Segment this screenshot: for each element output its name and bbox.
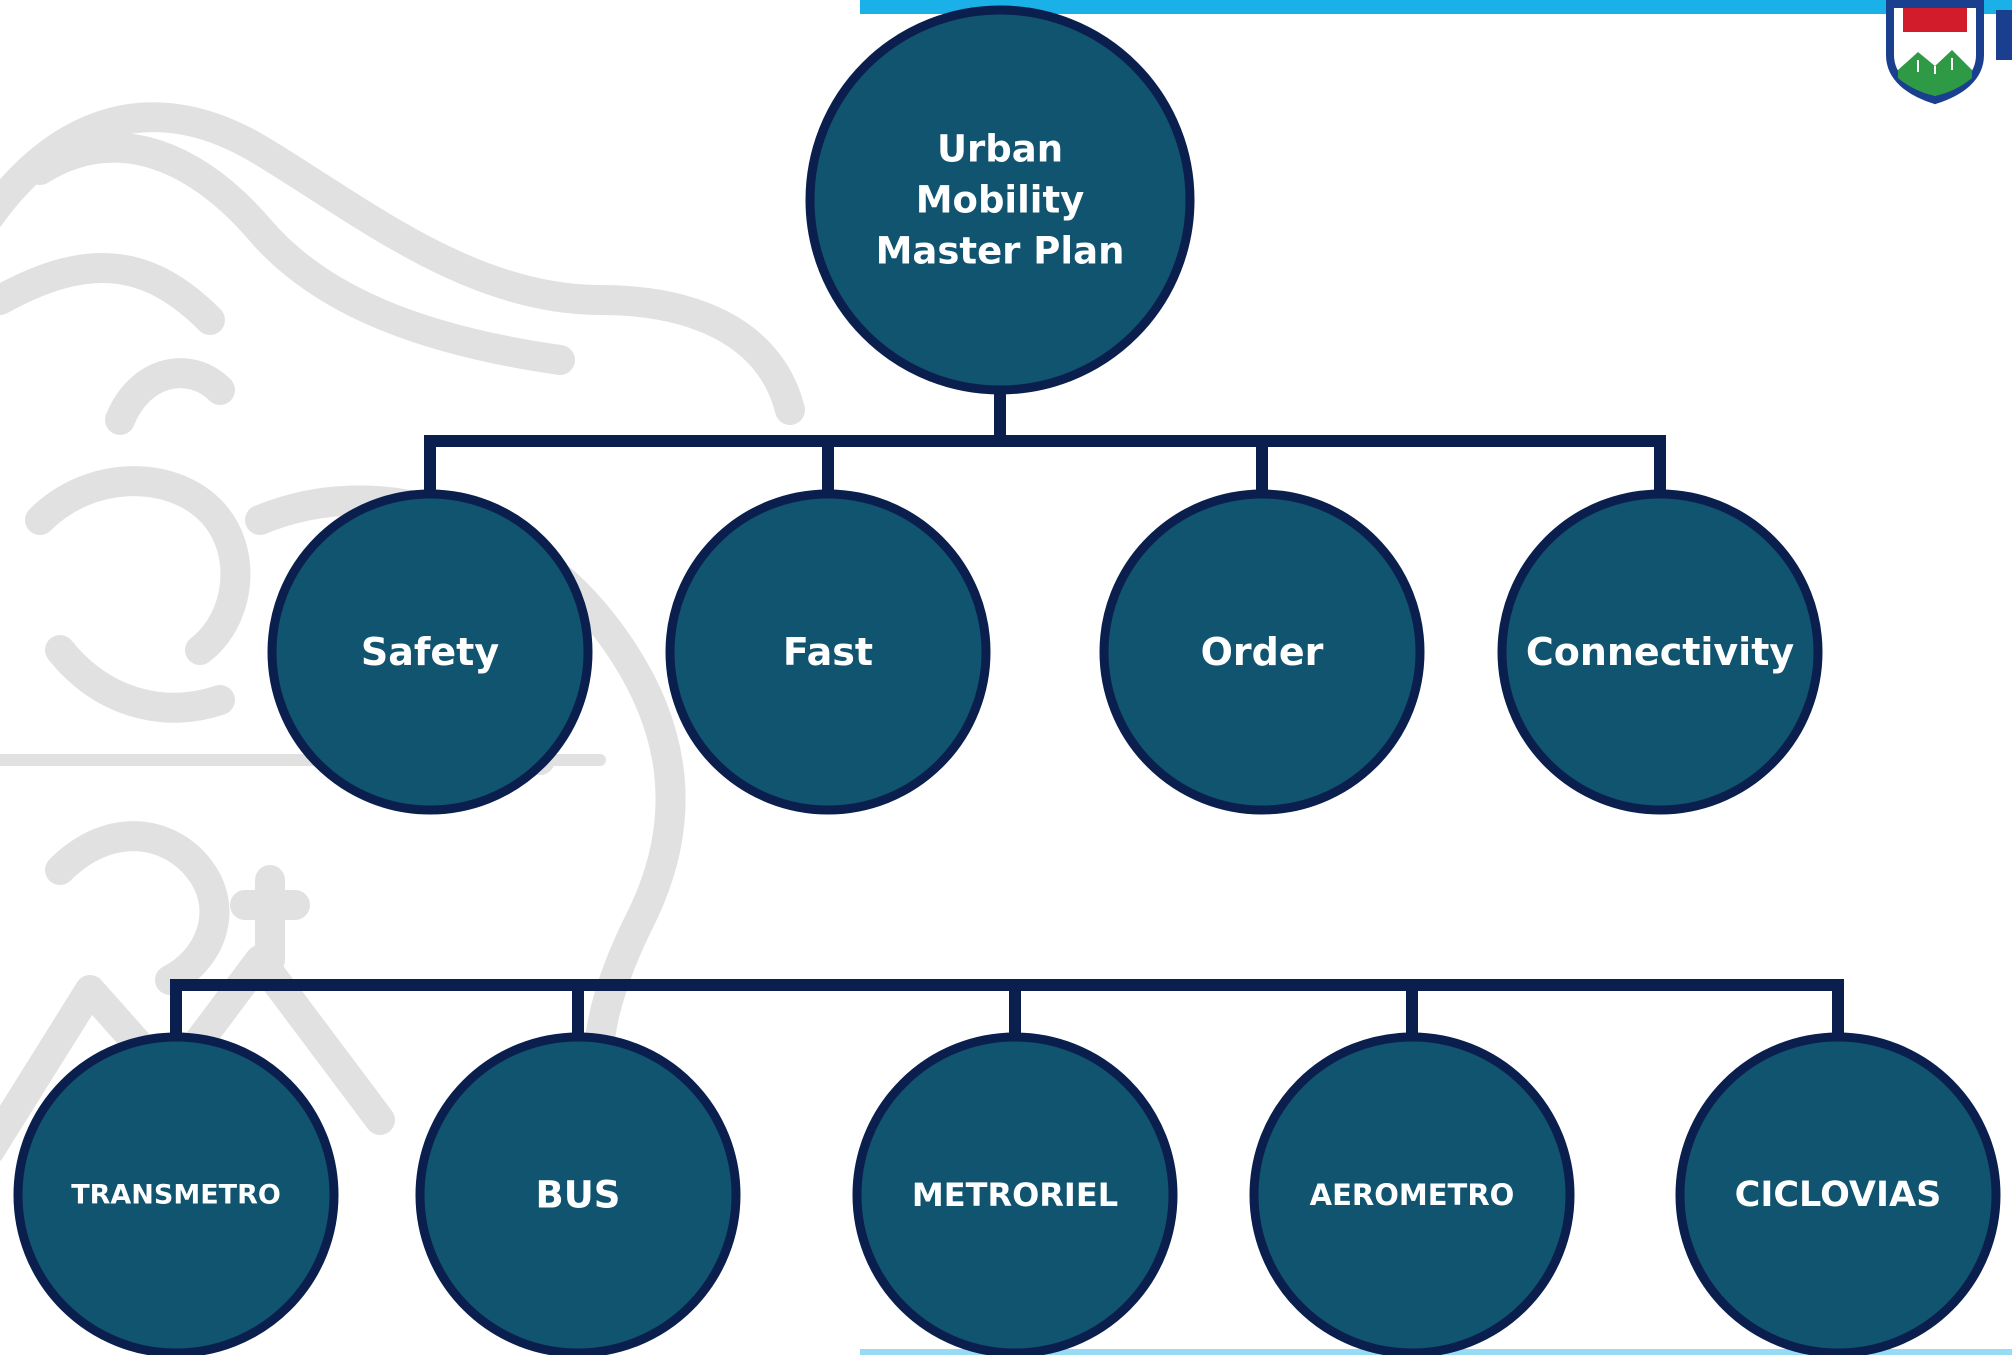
node-connectivity: Connectivity [1497, 489, 1823, 815]
connectors [170, 384, 1844, 1043]
node-metroriel: METRORIEL [852, 1032, 1178, 1355]
node-aerometro-shape [1249, 1032, 1575, 1355]
node-ciclovias-label: CICLOVIAS [1735, 1175, 1942, 1215]
node-root-label-line-3: Master Plan [876, 230, 1125, 273]
node-root-shape [805, 5, 1195, 395]
node-aerometro: AEROMETRO [1249, 1032, 1575, 1355]
node-fast: Fast [665, 489, 991, 815]
node-safety-shape [267, 489, 593, 815]
node-safety-label: Safety [361, 630, 499, 674]
node-fast-label: Fast [783, 630, 873, 674]
node-order-label: Order [1201, 630, 1324, 674]
node-bus-shape [415, 1032, 741, 1355]
node-metroriel-shape [852, 1032, 1178, 1355]
node-bus: BUS [415, 1032, 741, 1355]
node-fast-shape [665, 489, 991, 815]
node-ciclovias-shape [1675, 1032, 2001, 1355]
node-safety: Safety [267, 489, 593, 815]
node-bus-label: BUS [536, 1174, 621, 1217]
node-transmetro-label: TRANSMETRO [71, 1180, 281, 1211]
node-metroriel-label: METRORIEL [912, 1176, 1118, 1214]
node-ciclovias: CICLOVIAS [1675, 1032, 2001, 1355]
node-order-shape [1099, 489, 1425, 815]
node-transmetro: TRANSMETRO [13, 1032, 339, 1355]
node-connectivity-shape [1497, 489, 1823, 815]
node-root-label-line-1: Urban [937, 128, 1063, 171]
header-bar [860, 0, 2012, 14]
node-transmetro-shape [13, 1032, 339, 1355]
municipality-logo [1886, 0, 2012, 105]
node-root-label-line-2: Mobility [916, 179, 1085, 222]
node-connectivity-label: Connectivity [1526, 630, 1795, 674]
node-order: Order [1099, 489, 1425, 815]
node-aerometro-label: AEROMETRO [1310, 1178, 1515, 1212]
